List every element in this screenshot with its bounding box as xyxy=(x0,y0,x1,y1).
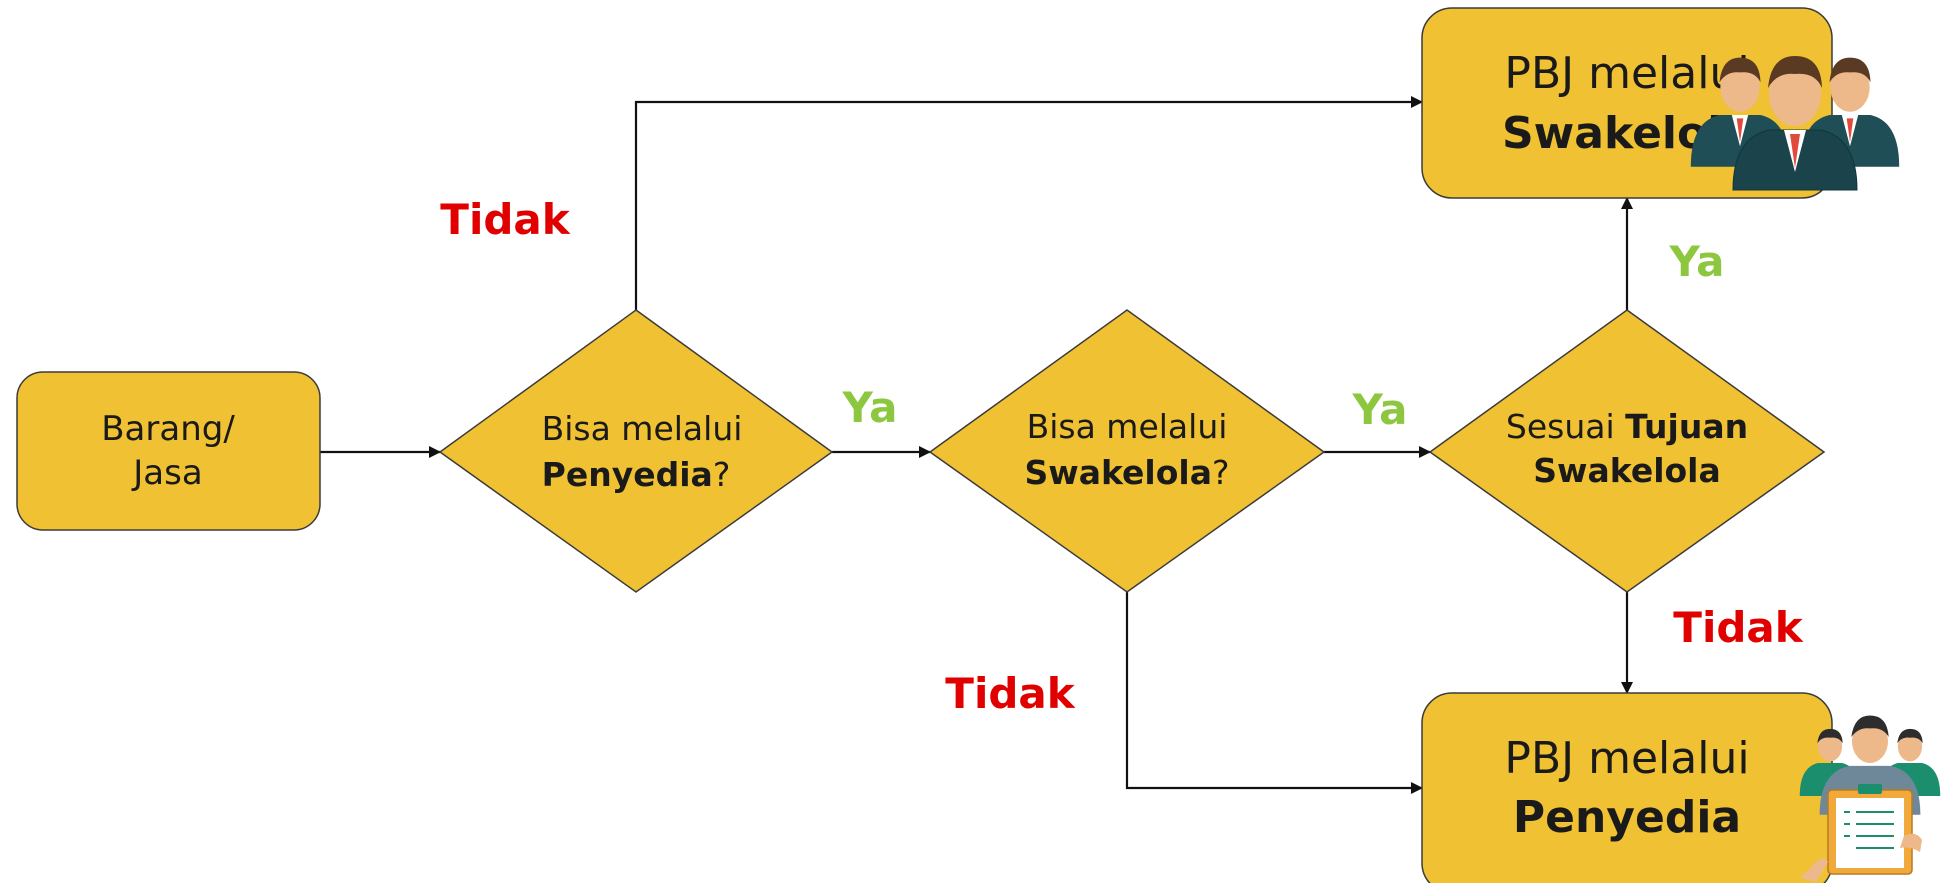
result-penyedia-line1: PBJ melalui xyxy=(1504,733,1749,784)
decision-penyedia: Bisa melalui Penyedia? xyxy=(438,309,834,593)
decision-swakelola: Bisa melalui Swakelola? xyxy=(928,309,1326,593)
start-node: Barang/ Jasa xyxy=(16,371,321,531)
decision-penyedia-line2: Penyedia? xyxy=(542,455,731,494)
decision-tujuan-line2: Swakelola xyxy=(1533,451,1721,490)
decision-swakelola-diamond xyxy=(928,309,1326,593)
start-node-line1: Barang/ xyxy=(101,409,235,449)
decision-penyedia-keyword: Penyedia xyxy=(542,455,713,494)
decision-swakelola-line1: Bisa melalui xyxy=(1027,407,1228,446)
edge-penyedia-no-to-swakelola-result xyxy=(634,96,1423,310)
decision-tujuan-line1: Sesuai Tujuan xyxy=(1506,407,1748,446)
decision-tujuan-prefix: Sesuai xyxy=(1506,407,1625,446)
label-penyedia-yes: Ya xyxy=(842,383,898,432)
decision-penyedia-question: ? xyxy=(713,455,731,494)
decision-tujuan: Sesuai Tujuan Swakelola xyxy=(1428,309,1826,593)
result-penyedia-box xyxy=(1421,692,1833,883)
label-tujuan-yes: Ya xyxy=(1669,237,1725,286)
decision-swakelola-question: ? xyxy=(1212,453,1230,492)
clipboard-vendor-icon xyxy=(1799,715,1941,882)
label-swakelola-yes: Ya xyxy=(1352,385,1408,434)
label-tujuan-no: Tidak xyxy=(1673,603,1803,652)
start-node-box xyxy=(16,371,321,531)
result-swakelola-line1: PBJ melalui xyxy=(1504,48,1749,99)
decision-swakelola-line2: Swakelola? xyxy=(1024,453,1229,492)
label-penyedia-no: Tidak xyxy=(440,195,570,244)
start-node-line2: Jasa xyxy=(131,453,202,493)
edge-swakelola-no-to-penyedia-result xyxy=(1125,592,1423,794)
result-swakelola: PBJ melalui Swakelola xyxy=(1421,7,1900,199)
decision-tujuan-keyword: Tujuan xyxy=(1625,407,1748,446)
decision-penyedia-diamond xyxy=(438,309,834,593)
result-penyedia-line2: Penyedia xyxy=(1513,792,1741,843)
team-people-icon xyxy=(1690,56,1900,191)
decision-tujuan-diamond xyxy=(1428,309,1826,593)
label-swakelola-no: Tidak xyxy=(945,669,1075,718)
result-penyedia: PBJ melalui Penyedia xyxy=(1421,692,1941,883)
edges xyxy=(320,96,1633,794)
decision-penyedia-line1: Bisa melalui xyxy=(542,409,743,448)
edge-labels: Tidak Ya Ya Tidak Ya Tidak xyxy=(440,195,1803,718)
decision-swakelola-keyword: Swakelola xyxy=(1024,453,1212,492)
